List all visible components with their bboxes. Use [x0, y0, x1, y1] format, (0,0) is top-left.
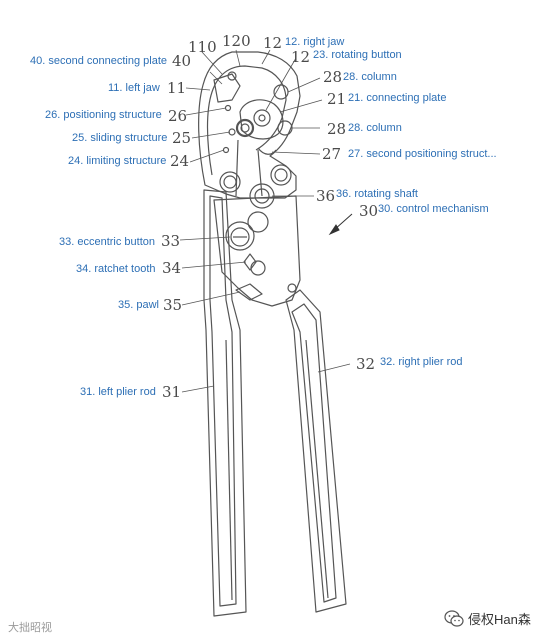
- reference-numbers: 110 120 12 12 40 28 11 21 26 28 25 27 24…: [161, 32, 378, 401]
- watermark-left-text: 大拙昭视: [8, 622, 52, 634]
- label-second-positioning-structure: 27. second positioning struct...: [348, 148, 497, 160]
- ref-number: 12: [291, 48, 310, 66]
- leader-lines: [179, 49, 351, 393]
- label-limiting-structure: 24. limiting structure: [68, 155, 166, 167]
- positioning-bolt-inner: [240, 123, 250, 133]
- leader-40: [209, 71, 223, 85]
- control-mechanism-arrow: [328, 213, 353, 236]
- ref-number: 28: [327, 120, 346, 138]
- ref-number: 34: [162, 259, 181, 277]
- label-rotating-shaft: 36. rotating shaft: [336, 188, 418, 200]
- rotating-button: [253, 109, 271, 127]
- leader-28a: [287, 77, 321, 93]
- label-left-jaw: 11. left jaw: [108, 82, 160, 94]
- leader-23: [265, 57, 297, 111]
- column-lower: [277, 120, 293, 136]
- jaw-split-2: [257, 149, 263, 197]
- small-rivet: [287, 283, 297, 293]
- leader-26: [185, 107, 227, 116]
- pawl: [235, 283, 263, 301]
- left-rod-edge: [225, 339, 233, 601]
- sliding-pin-3: [222, 146, 230, 154]
- ref-number: 26: [168, 107, 187, 125]
- leader-11: [185, 87, 211, 91]
- ref-number: 35: [163, 296, 182, 314]
- leader-25: [191, 131, 231, 139]
- leader-32: [317, 363, 351, 373]
- right-plier-rod-inner: [291, 303, 337, 603]
- jaw-split: [235, 139, 239, 197]
- watermark-right-text: 侵权Han森: [468, 612, 531, 627]
- label-pawl: 35. pawl: [118, 299, 159, 311]
- ref-number: 25: [172, 129, 191, 147]
- left-plier-rod-outline: [203, 189, 247, 617]
- ref-number: 31: [162, 383, 181, 401]
- eccentric-button-outer: [225, 221, 255, 251]
- label-sliding-structure: 25. sliding structure: [72, 132, 167, 144]
- ratchet-tooth: [243, 253, 257, 271]
- label-right-jaw: 12. right jaw: [285, 36, 344, 48]
- leader-27: [271, 151, 321, 155]
- leader-24: [189, 149, 225, 163]
- ref-number: 27: [322, 145, 341, 163]
- callout-labels: 12. right jaw 23. rotating button 40. se…: [30, 36, 497, 398]
- right-rod-edge: [305, 339, 329, 599]
- leader-33: [179, 236, 231, 241]
- label-positioning-structure: 26. positioning structure: [45, 109, 162, 121]
- label-control-mechanism: 30. control mechanism: [378, 203, 489, 215]
- ref-number: 36: [316, 187, 335, 205]
- leader-35: [181, 291, 241, 306]
- pawl-rivet: [250, 260, 266, 276]
- rotating-shaft-bolt-inner: [254, 188, 270, 204]
- jaw-pivot-top: [227, 71, 237, 81]
- knuckle-bolt-left-inner: [223, 175, 237, 189]
- leader-110: [201, 51, 223, 75]
- second-positioning-arc: [257, 147, 277, 155]
- ref-number: 28: [323, 68, 342, 86]
- leader-12: [261, 49, 271, 65]
- label-ratchet-tooth: 34. ratchet tooth: [76, 263, 156, 275]
- jaw-head-outline: [198, 51, 301, 199]
- plier-body: [198, 51, 347, 617]
- ref-number: 11: [167, 79, 186, 97]
- ref-number: 24: [170, 152, 189, 170]
- positioning-bolt: [235, 118, 255, 138]
- watermark-left: 大拙昭视: [8, 619, 52, 635]
- leader-34: [181, 261, 247, 269]
- plate-center: [258, 114, 266, 122]
- ref-number: 12: [263, 34, 282, 52]
- label-connecting-plate: 21. connecting plate: [348, 92, 446, 104]
- label-column-upper: 28. column: [343, 71, 397, 83]
- leader-120: [235, 49, 241, 67]
- ref-number: 40: [172, 52, 191, 70]
- ref-number: 30: [359, 202, 378, 220]
- left-jaw-cutout: [213, 73, 241, 103]
- watermark-right: 侵权Han森: [444, 609, 531, 628]
- eccentric-button: [230, 227, 250, 247]
- label-right-plier-rod: 32. right plier rod: [380, 356, 463, 368]
- label-rotating-button: 23. rotating button: [313, 49, 402, 61]
- ref-number: 110: [188, 38, 217, 56]
- knuckle-bolt-right: [270, 164, 292, 186]
- ref-number: 33: [161, 232, 180, 250]
- ref-number: 120: [222, 32, 251, 50]
- left-plier-rod-inner: [209, 195, 237, 607]
- label-column-lower: 28. column: [348, 122, 402, 134]
- ref-number: 32: [356, 355, 375, 373]
- label-left-plier-rod: 31. left plier rod: [80, 386, 156, 398]
- leader-21: [279, 99, 323, 113]
- ref-number: 21: [327, 90, 346, 108]
- right-plier-rod-outline: [285, 289, 347, 613]
- label-eccentric-button: 33. eccentric button: [59, 236, 155, 248]
- label-second-connecting-plate: 40. second connecting plate: [30, 55, 167, 67]
- wechat-icon: [444, 609, 464, 627]
- sliding-pin-1: [224, 104, 232, 112]
- upper-rivet: [247, 211, 269, 233]
- leader-31: [181, 385, 215, 393]
- knuckle-bolt-left: [219, 171, 241, 193]
- control-mechanism-plate: [213, 195, 301, 307]
- knuckle-bolt-right-inner: [274, 168, 288, 182]
